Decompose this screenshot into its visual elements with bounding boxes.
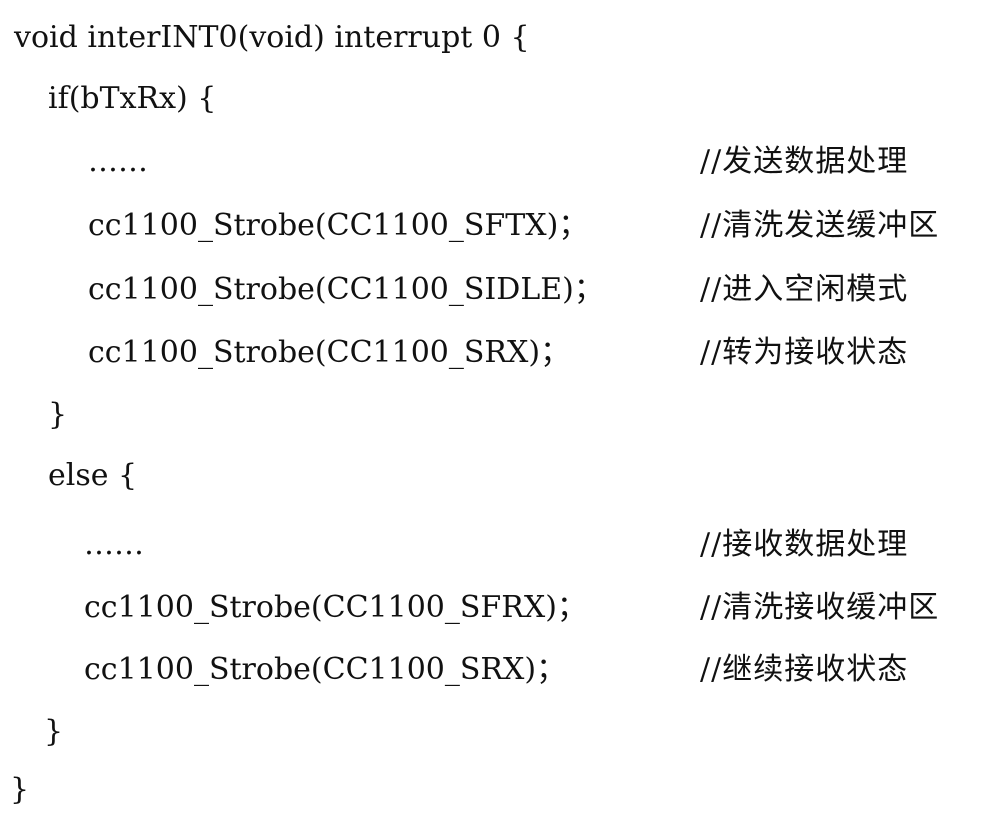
code-text: else { <box>48 458 138 493</box>
code-line: cc1100_Strobe(CC1100_SFTX)； //清洗发送缓冲区 <box>0 194 1008 258</box>
code-line: …… //发送数据处理 <box>0 130 1008 194</box>
code-line: void interINT0(void) interrupt 0 { <box>0 6 1008 70</box>
code-comment: //接收数据处理 <box>700 527 909 562</box>
code-comment: //进入空闲模式 <box>700 272 909 307</box>
code-text: void interINT0(void) interrupt 0 { <box>14 20 530 55</box>
code-line: } <box>0 383 1008 447</box>
code-text: …… <box>84 527 144 562</box>
code-comment: //清洗接收缓冲区 <box>700 590 940 625</box>
code-text: cc1100_Strobe(CC1100_SIDLE)； <box>88 272 604 307</box>
code-comment: //继续接收状态 <box>700 652 909 687</box>
code-text: } <box>44 714 64 749</box>
code-line: cc1100_Strobe(CC1100_SIDLE)； //进入空闲模式 <box>0 258 1008 322</box>
code-text: cc1100_Strobe(CC1100_SRX)； <box>84 652 567 687</box>
code-text: cc1100_Strobe(CC1100_SFTX)； <box>88 208 589 243</box>
code-line: …… //接收数据处理 <box>0 513 1008 577</box>
code-line: cc1100_Strobe(CC1100_SRX)； //转为接收状态 <box>0 321 1008 385</box>
code-comment: //清洗发送缓冲区 <box>700 208 940 243</box>
code-line: cc1100_Strobe(CC1100_SFRX)； //清洗接收缓冲区 <box>0 576 1008 640</box>
code-text: } <box>48 397 68 432</box>
code-line: if(bTxRx) { <box>0 67 1008 131</box>
code-text: cc1100_Strobe(CC1100_SRX)； <box>88 335 571 370</box>
code-line: } <box>0 758 1008 822</box>
code-text: cc1100_Strobe(CC1100_SFRX)； <box>84 590 587 625</box>
code-comment: //发送数据处理 <box>700 144 909 179</box>
code-line: } <box>0 700 1008 764</box>
code-comment: //转为接收状态 <box>700 335 909 370</box>
code-line: else { <box>0 444 1008 508</box>
code-text: …… <box>88 144 148 179</box>
code-text: } <box>10 772 30 807</box>
code-line: cc1100_Strobe(CC1100_SRX)； //继续接收状态 <box>0 638 1008 702</box>
code-text: if(bTxRx) { <box>48 81 217 116</box>
